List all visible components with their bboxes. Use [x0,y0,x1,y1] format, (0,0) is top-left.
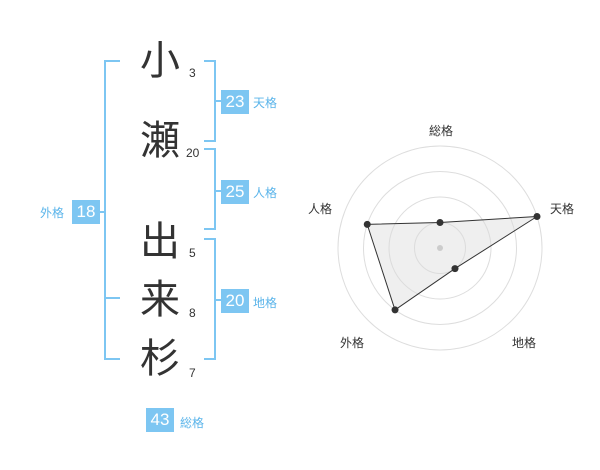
kanji-char-1: 小 [140,38,180,84]
tenkaku-label: 天格 [253,96,278,110]
gaikaku-label: 外格 [40,206,65,220]
stroke-count-3: 5 [189,246,196,260]
radar-point-2 [451,265,459,273]
radar-ring-3 [363,171,517,325]
kanji-char-4: 来 [140,277,180,323]
radar-point-4 [363,220,371,228]
stroke-count-5: 7 [189,366,196,380]
radar-axis-label-gaikaku: 外格 [340,336,365,350]
radar-ring-2 [388,196,492,300]
gaikaku-connector [96,211,106,213]
kanji-char-3: 出 [140,219,180,265]
kanji-char-5: 杉 [140,336,180,382]
chikaku-badge: 20 [221,289,249,313]
jinkaku-badge: 25 [221,180,249,204]
radar-point-3 [391,306,399,314]
gaikaku-bracket [104,60,120,360]
radar-axis-label-tenkaku: 天格 [550,202,575,216]
soukaku-label: 総格 [180,416,205,430]
soukaku-badge: 43 [146,408,174,432]
radar-axis-label-chikaku: 地格 [512,336,537,350]
radar-center-dot [437,245,443,251]
jinkaku-label: 人格 [253,186,278,200]
radar-polygon [366,216,538,311]
tenkaku-badge: 23 [221,90,249,114]
gaikaku-badge: 18 [72,200,100,224]
stroke-count-1: 3 [189,66,196,80]
radar-axis-label-soukaku: 総格 [429,124,454,138]
radar-axis-label-jinkaku: 人格 [308,202,333,216]
stroke-count-2: 20 [186,146,200,160]
kanji-char-2: 瀬 [140,118,180,164]
jinkaku-connector [214,190,222,192]
tenkaku-connector [214,100,222,102]
chikaku-connector [214,299,222,301]
radar-point-0 [436,219,444,226]
radar-point-1 [533,212,541,220]
stroke-count-4: 8 [189,306,196,320]
gaikaku-bracket-tick [104,297,120,299]
jinkaku-bracket [204,148,216,230]
chikaku-label: 地格 [253,296,278,310]
